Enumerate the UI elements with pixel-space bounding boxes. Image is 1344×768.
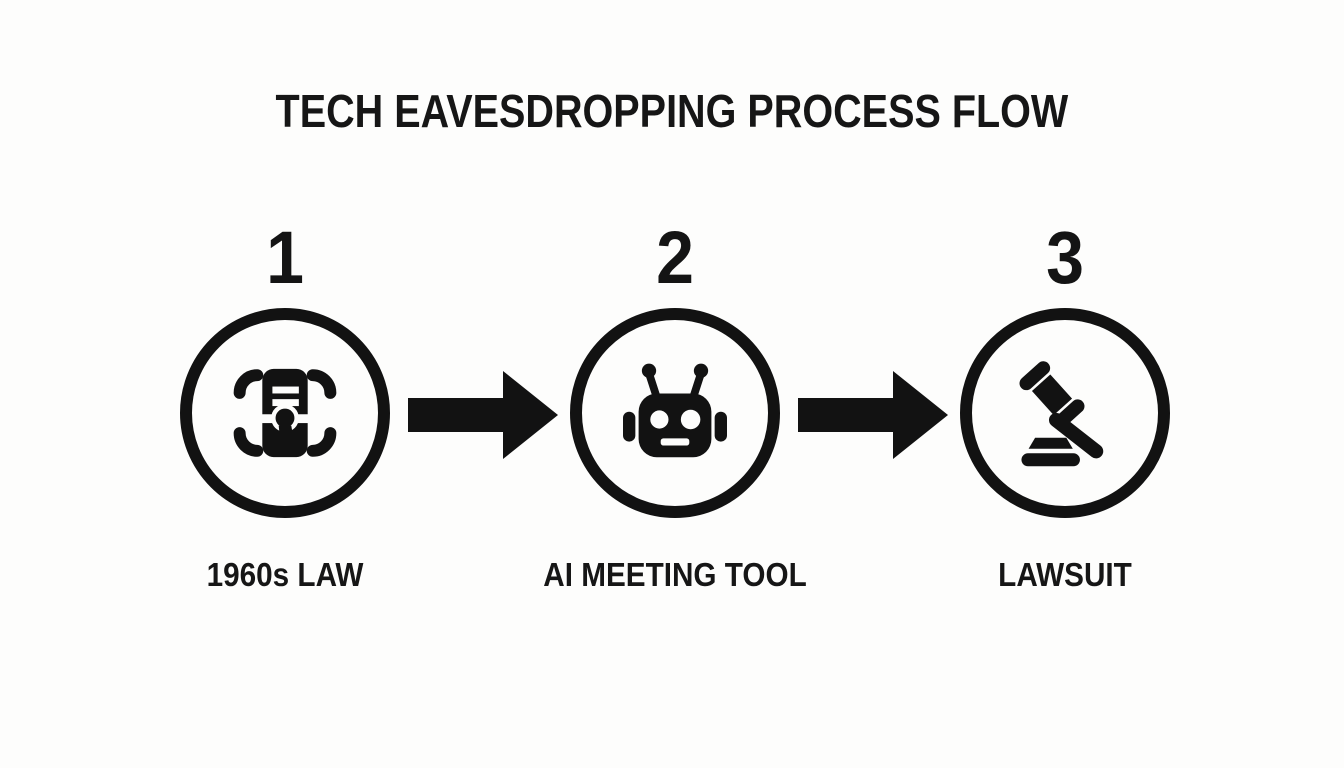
step-ai-meeting-tool: 2 AI MEETING TOOL	[525, 214, 825, 594]
law-scroll-icon	[233, 368, 337, 458]
gavel-icon	[1019, 361, 1104, 467]
step-circle	[960, 308, 1170, 518]
robot-icon	[623, 363, 727, 458]
step-1960s-law: 1 1960s LAW	[135, 214, 435, 594]
step-circle	[180, 308, 390, 518]
step-label: AI MEETING TOOL	[543, 556, 807, 593]
arrow-right-icon	[798, 371, 948, 459]
step-circle	[570, 308, 780, 518]
page-title-text: TECH EAVESDROPPING PROCESS FLOW	[275, 85, 1069, 137]
step-number: 2	[656, 216, 694, 299]
step-lawsuit: 3 LAWSUIT	[915, 214, 1215, 594]
page-title: TECH EAVESDROPPING PROCESS FLOW	[0, 84, 1344, 138]
step-number: 1	[266, 216, 304, 299]
arrow-right-icon	[408, 371, 558, 459]
step-number: 3	[1046, 216, 1084, 299]
step-label: LAWSUIT	[998, 556, 1132, 593]
step-label: 1960s LAW	[206, 556, 364, 593]
